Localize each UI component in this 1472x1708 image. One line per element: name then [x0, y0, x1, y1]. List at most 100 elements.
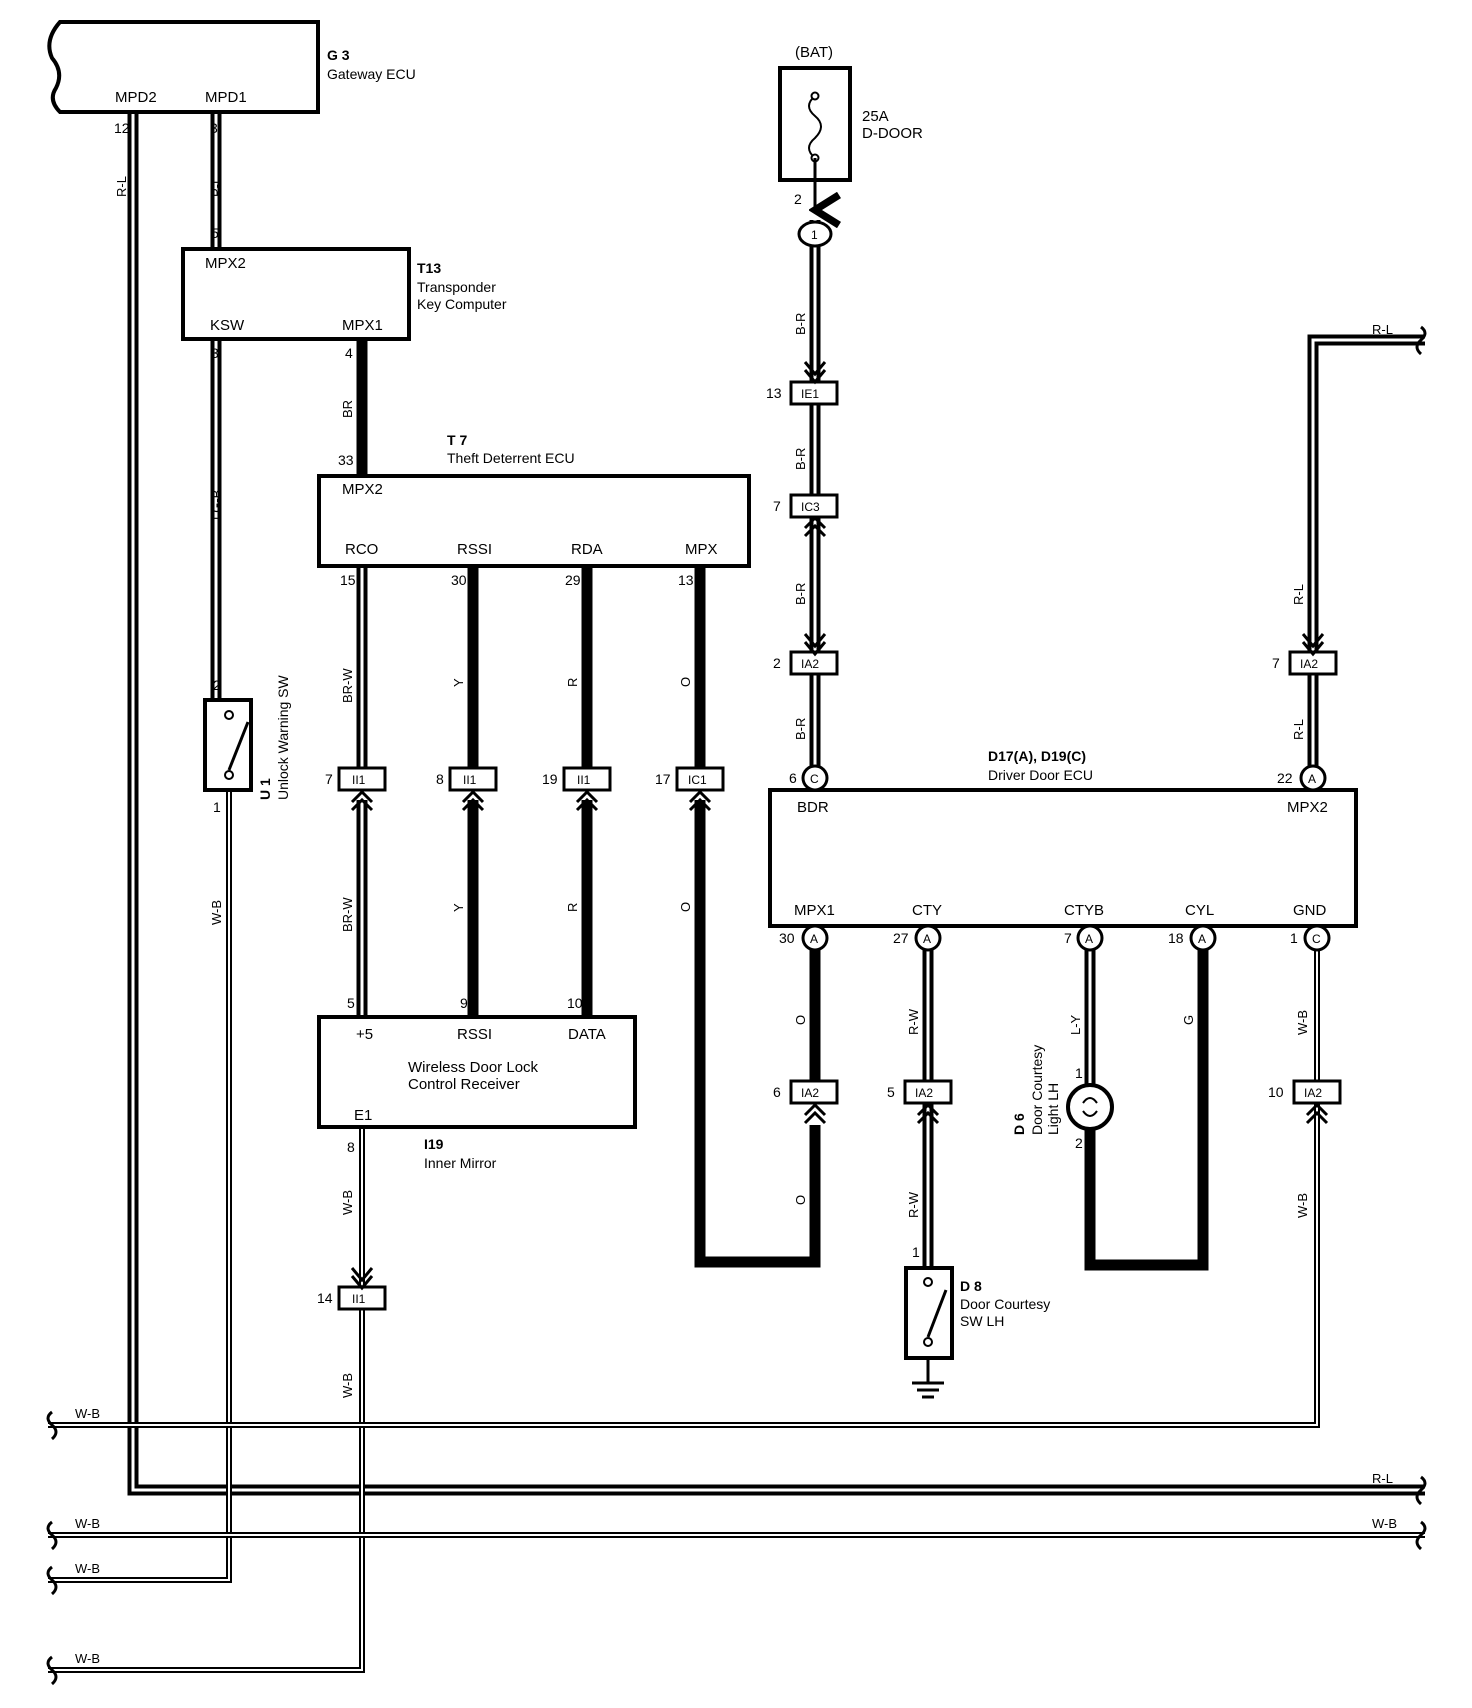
t7-pin-rda: RDA [571, 541, 603, 558]
t7-name: Theft Deterrent ECU [447, 450, 575, 466]
t13-pin-mpx2: MPX2 [205, 255, 246, 272]
conn-ic3-label: IC3 [801, 500, 820, 514]
inline-connectors: IE1 13 IC3 7 IA2 2 IA2 7 II1 7 II1 8 II1… [317, 380, 1342, 1311]
fuse-name: D-DOOR [862, 125, 923, 142]
conn-ia2-7-label: IA2 [1300, 657, 1318, 671]
wire-wb-i19 [48, 1127, 365, 1673]
conn-ia2-5-pin: 5 [887, 1084, 895, 1100]
t7-pinno-13: 13 [678, 572, 694, 588]
t7-pinno-30: 30 [451, 572, 467, 588]
u1-name: Unlock Warning SW [275, 674, 291, 800]
lbl-wb-gnd-top: W-B [1295, 1010, 1310, 1035]
break-ends [46, 325, 1427, 1686]
inner-mirror-receiver: +5 RSSI DATA Wireless Door Lock Control … [317, 995, 637, 1171]
bus-wb-1: W-B [75, 1406, 100, 1421]
lbl-ly: L-Y [1068, 1014, 1083, 1035]
conn-ii1-19-label: II1 [577, 773, 591, 787]
t7-pinno-33: 33 [338, 452, 354, 468]
d17-pinno-1: 1 [1290, 930, 1298, 946]
conn-ia2-6-label: IA2 [801, 1086, 819, 1100]
lbl-pl: P-L [209, 177, 224, 197]
d17-marker-a-top: A [1308, 772, 1316, 786]
lbl-rw-top: R-W [906, 1008, 921, 1035]
i19-pin-data: DATA [568, 1026, 606, 1043]
t13-pinno-5: 5 [211, 225, 219, 241]
t7-id: T 7 [447, 432, 467, 448]
t7-pin-mpx: MPX [685, 541, 718, 558]
gateway-ecu: MPD2 MPD1 12 3 G 3 Gateway ECU [47, 20, 416, 136]
lbl-brw-top: BR-W [340, 668, 355, 703]
t7-pin-rco: RCO [345, 541, 378, 558]
t13-pinno-4: 4 [345, 345, 353, 361]
conn-ia2-2-label: IA2 [801, 657, 819, 671]
g3-pinno-3: 3 [210, 120, 218, 136]
door-courtesy-switch: 1 D 8 Door Courtesy SW LH [904, 1244, 1050, 1399]
lbl-wb-i19: W-B [340, 1190, 355, 1215]
lbl-wb-u1: W-B [209, 900, 224, 925]
conn-ii1-7-label: II1 [352, 773, 366, 787]
lbl-r-top: R [565, 678, 580, 687]
g3-pin-mpd1: MPD1 [205, 89, 247, 106]
d6-name-2: Light LH [1045, 1083, 1061, 1135]
bat-label: (BAT) [795, 44, 833, 61]
conn-ii1-14-label: II1 [352, 1292, 366, 1306]
conn-ia2-6-pin: 6 [773, 1084, 781, 1100]
battery-fuse: (BAT) 25A D-DOOR 2 1 [778, 44, 923, 248]
lbl-rl-g3: R-L [114, 176, 129, 197]
fuse-pinno-2: 2 [794, 191, 802, 207]
conn-ii1-14-pin: 14 [317, 1290, 333, 1306]
i19-pin-rssi: RSSI [457, 1026, 492, 1043]
d17-marker-c-top: C [810, 772, 819, 786]
u1-pinno-2: 2 [213, 677, 221, 693]
driver-door-ecu: D17(A), D19(C) Driver Door ECU BDR MPX2 … [768, 748, 1358, 952]
lbl-o-bottom: O [678, 902, 693, 912]
d17-pin-cty: CTY [912, 902, 942, 919]
conn-ii1-19-pin: 19 [542, 771, 558, 787]
d8-pinno-1: 1 [912, 1244, 920, 1260]
bus-labels: R-L W-B R-L W-B W-B W-B W-B [75, 322, 1397, 1666]
lbl-rl-right-1: R-L [1291, 584, 1306, 605]
d17-marker-a-4: A [1198, 932, 1206, 946]
t13-pin-ksw: KSW [210, 317, 245, 334]
lbl-b-r-4: B-R [793, 718, 808, 740]
conn-ic1-17-label: IC1 [688, 773, 707, 787]
connector-chevrons [350, 361, 1329, 1291]
i19-pinno-10: 10 [567, 995, 583, 1011]
d17-pinno-27: 27 [893, 930, 909, 946]
g3-id: G 3 [327, 47, 350, 63]
conn-ii1-8-pin: 8 [436, 771, 444, 787]
conn-ia2-7-pin: 7 [1272, 655, 1280, 671]
lbl-rw-bottom: R-W [906, 1191, 921, 1218]
door-courtesy-light: 1 2 D 6 Door Courtesy Light LH [1011, 1045, 1114, 1151]
i19-pinno-8: 8 [347, 1139, 355, 1155]
conn-ie1-pin: 13 [766, 385, 782, 401]
lbl-wb-gnd-bottom: W-B [1295, 1193, 1310, 1218]
lbl-o-ia2: O [793, 1195, 808, 1205]
wire-rl-right [1307, 334, 1425, 780]
t7-pin-mpx2: MPX2 [342, 481, 383, 498]
unlock-warning-switch: 2 1 U 1 Unlock Warning SW [203, 674, 291, 815]
conn-ic1-17-pin: 17 [655, 771, 671, 787]
lbl-rl-right-2: R-L [1291, 719, 1306, 740]
conn-ii1-8-label: II1 [463, 773, 477, 787]
d17-pin-mpx1: MPX1 [794, 902, 835, 919]
i19-pin-p5: +5 [356, 1026, 373, 1043]
u1-pinno-1: 1 [213, 799, 221, 815]
u1-id: U 1 [257, 778, 273, 800]
wire-color-labels: R-L P-L LG-B W-B BR BR-W BR-W Y Y R R O … [114, 176, 1310, 1398]
g3-name: Gateway ECU [327, 66, 416, 82]
d17-pin-ctyb: CTYB [1064, 902, 1104, 919]
t13-name-2: Key Computer [417, 296, 507, 312]
i19-receiver-line2: Control Receiver [408, 1076, 520, 1093]
wire-wb-gnd [48, 935, 1320, 1428]
d8-name-2: SW LH [960, 1313, 1004, 1329]
conn-ia2-5-label: IA2 [915, 1086, 933, 1100]
t7-pinno-15: 15 [340, 572, 356, 588]
theft-deterrent-ecu: MPX2 RCO RSSI RDA MPX 33 15 30 29 13 T 7… [317, 432, 751, 588]
d17-pinno-30: 30 [779, 930, 795, 946]
d6-name-1: Door Courtesy [1029, 1045, 1045, 1135]
transponder-key-computer: MPX2 KSW MPX1 5 3 4 T13 Transponder Key … [181, 225, 507, 361]
d17-marker-a-2: A [923, 932, 931, 946]
g3-pin-mpd2: MPD2 [115, 89, 157, 106]
